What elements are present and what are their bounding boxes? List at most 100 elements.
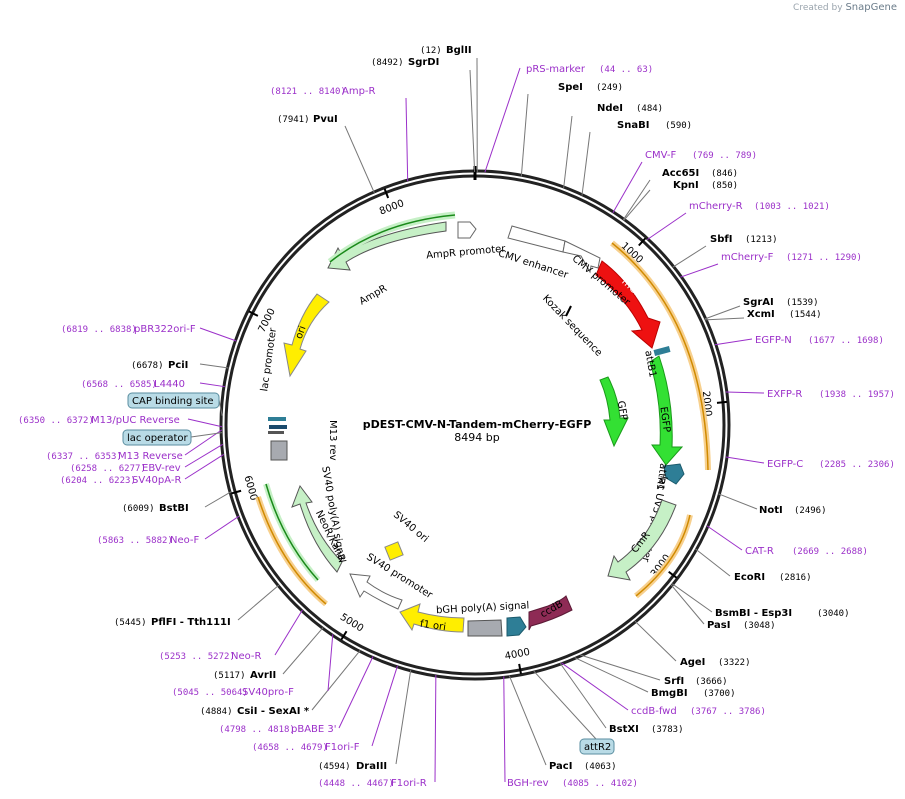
gfp-label: GFP [615,400,629,421]
enzyme-name: AvrII [250,670,276,681]
primer-leader [725,391,765,394]
primer-leader [204,515,240,540]
enzyme-pasi[interactable]: PasI(3048) [707,620,776,631]
neo-primer-line [257,496,327,605]
enzyme-sgrdi[interactable]: (8492)SgrDI [371,57,439,68]
primer-egfp-c[interactable]: EGFP-C(2285 .. 2306) [767,459,895,470]
enzyme-bmgbi[interactable]: BmgBI(3700) [651,688,736,699]
lac-promoter-mark [268,417,286,421]
primer-cmv-f[interactable]: CMV-F(769 .. 789) [645,150,757,161]
enzyme-pos: (1544) [789,310,822,320]
primer-mcherry-f[interactable]: mCherry-F(1271 .. 1290) [721,252,862,263]
enzyme-name: EcoRI [734,572,765,583]
enzyme-pos: (5445) [114,618,147,628]
primer-cat-r[interactable]: CAT-R(2669 .. 2688) [745,546,868,557]
enzyme-spei[interactable]: SpeI(249) [558,82,623,93]
enzyme-pflfi-tth111i[interactable]: (5445)PflFI - Tth111I [114,617,231,628]
primer-egfp-n[interactable]: EGFP-N(1677 .. 1698) [755,335,884,346]
box-lac-operator[interactable]: lac operator [122,429,192,446]
primer-name: L4440 [154,379,185,390]
egfp-label: EGFP [657,406,671,433]
primer-leader [327,634,334,692]
attr1-label: attR1 [654,462,669,491]
enzyme-name: PacI [549,761,572,772]
primer-leader [405,97,409,182]
enzyme-csii-sexai[interactable]: (4884)CsiI - SexAI * [200,706,310,717]
primer-amp-r[interactable]: (8121 .. 8140)Amp-R [270,86,376,97]
enzyme-pos: (1213) [745,235,778,245]
enzyme-paci[interactable]: PacI(4063) [549,761,617,772]
enzyme-ecori[interactable]: EcoRI(2816) [734,572,812,583]
primer-m13-puc-reverse[interactable]: (6350 .. 6372)M13/pUC Reverse [18,415,180,426]
ori-label: ori [294,325,309,341]
enzyme-leader [581,131,591,196]
primer-range: (6819 .. 6838) [61,325,137,335]
primer-name: SV40pro-F [242,687,294,698]
enzyme-pos: (8492) [371,58,404,68]
enzyme-kpni[interactable]: KpnI(850) [673,180,738,191]
enzyme-name: PasI [707,620,730,631]
enzyme-bglii[interactable]: (12)BglII [420,45,472,56]
primer-leader [199,327,237,342]
tick-mark [383,188,390,199]
enzyme-pos: (3666) [695,677,728,687]
enzyme-snabi[interactable]: SnaBI(590) [617,120,692,131]
primer-f1ori-r[interactable]: (4448 .. 4467)F1ori-R [318,778,427,789]
primer-ebv-rev[interactable]: (6258 .. 6277)EBV-rev [70,463,181,474]
primer-name: pBABE 3' [291,724,337,735]
enzyme-leader [282,627,324,675]
enzyme-pos: (7941) [277,115,310,125]
cmv-enhancer-arrow [507,225,566,253]
primer-leader [706,525,743,551]
primer-mcherry-r[interactable]: mCherry-R(1003 .. 1021) [689,201,830,212]
enzyme-name: SrfI [664,676,684,687]
enzyme-acc65i[interactable]: Acc65I(846) [662,168,738,179]
primer-neo-f[interactable]: (5863 .. 5882)Neo-F [97,535,200,546]
enzyme-pvui[interactable]: (7941)PvuI [277,114,338,125]
enzyme-bstxi[interactable]: BstXI(3783) [609,724,684,735]
enzyme-sbfi[interactable]: SbfI(1213) [710,234,778,245]
enzyme-leader [671,583,713,613]
enzyme-draiii[interactable]: (4594)DraIII [318,761,387,772]
mcherry-arrow [595,260,661,349]
enzyme-pcii[interactable]: (6678)PciI [131,360,188,371]
ccdb-arrow [528,595,573,631]
cat-primer-line [635,514,691,597]
enzyme-srfi[interactable]: SrfI (3666) [664,676,728,687]
primer-leader [561,662,629,711]
cap-site-mark [268,431,284,434]
enzyme-leader [395,669,412,765]
enzyme-pos: (2496) [794,506,827,516]
primer-sv40pa-r[interactable]: (6204 .. 6223)SV40pA-R [60,475,181,486]
enzyme-ndei[interactable]: NdeI(484) [597,103,663,114]
enzyme-xcmi[interactable]: XcmI (1544) [747,309,822,320]
enzyme-name: NdeI [597,103,623,114]
primer-l4440[interactable]: (6568 .. 6585)L4440 [81,379,185,390]
ori-arrow [283,293,330,378]
enzyme-bstbi[interactable]: (6009)BstBI [122,503,189,514]
primer-pbabe-3[interactable]: (4798 .. 4818)pBABE 3' [219,724,337,735]
enzyme-name: XcmI [747,309,775,320]
primer-pbr322ori-f[interactable]: (6819 .. 6838)pBR322ori-F [61,324,196,335]
primer-prs-marker[interactable]: pRS-marker(44 .. 63) [526,64,653,75]
enzyme-sgrai[interactable]: SgrAI(1539) [743,297,819,308]
primer-ccdb-fwd[interactable]: ccdB-fwd(3767 .. 3786) [631,706,766,717]
primer-sv40pro-f[interactable]: (5045 .. 5064)SV40pro-F [172,687,294,698]
primer-f1ori-f[interactable]: (4658 .. 4679)F1ori-F [252,742,360,753]
box-attr2[interactable]: attR2 [579,738,615,755]
primer-exfp-r[interactable]: EXFP-R(1938 .. 1957) [767,389,895,400]
enzyme-leader [204,491,232,508]
primer-m13-reverse[interactable]: (6337 .. 6353)M13 Reverse [46,451,183,462]
m13-rev-label: M13 rev [327,420,338,461]
primer-neo-r[interactable]: (5253 .. 5272)Neo-R [159,651,262,662]
primer-leader [199,382,225,388]
primer-range: (2285 .. 2306) [819,460,895,470]
primer-bgh-rev[interactable]: BGH-rev(4085 .. 4102) [507,778,638,789]
box-leader [190,432,223,438]
enzyme-bsmbi-esp3i[interactable]: BsmBI - Esp3I(3040) [715,608,850,619]
enzyme-noti[interactable]: NotI(2496) [759,505,827,516]
tick-mark [638,237,647,247]
box-cap-binding-site[interactable]: CAP binding site [127,392,220,409]
enzyme-agei[interactable]: AgeI(3322) [680,657,751,668]
enzyme-avrii[interactable]: (5117)AvrII [213,670,276,681]
